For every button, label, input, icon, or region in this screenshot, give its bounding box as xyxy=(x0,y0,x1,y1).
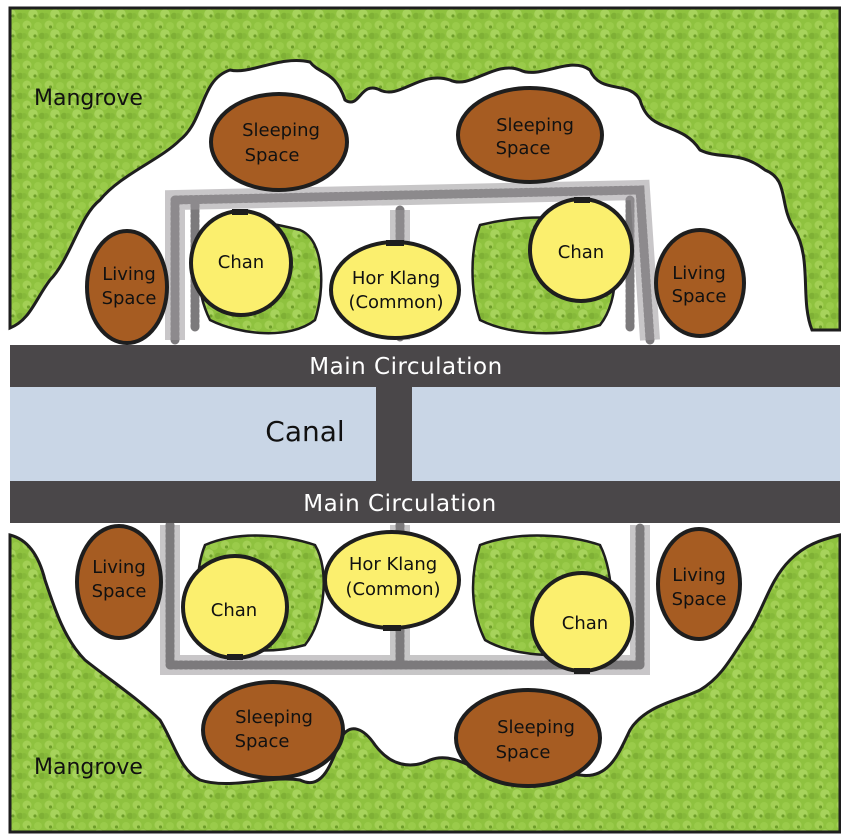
hor-klang-bottom: Hor Klang (Common) xyxy=(323,530,461,631)
hor-klang-label-line2: (Common) xyxy=(345,579,440,600)
door-marker xyxy=(383,625,401,631)
living-space-bottom-right: Living Space xyxy=(656,527,742,641)
chan-bottom-right: Chan xyxy=(530,571,634,674)
door-marker xyxy=(232,209,248,215)
canal-label: Canal xyxy=(265,415,344,448)
sleeping-space-bottom-right: Sleeping Space xyxy=(454,688,602,788)
canal xyxy=(10,387,840,481)
sleeping-space-label-line2: Space xyxy=(245,145,300,166)
mangrove-area-top xyxy=(8,6,841,332)
chan-label: Chan xyxy=(218,252,264,273)
main-circulation-label-top: Main Circulation xyxy=(309,354,502,380)
hor-klang-label-line1: Hor Klang xyxy=(352,268,440,289)
living-space-label-line1: Living xyxy=(672,263,726,284)
door-marker xyxy=(574,668,590,674)
living-space-label-line2: Space xyxy=(102,288,157,309)
sleeping-space-label-line2: Space xyxy=(496,138,551,159)
living-space-label-line1: Living xyxy=(92,557,146,578)
living-space-label-line1: Living xyxy=(102,264,156,285)
bridge xyxy=(376,387,412,481)
living-space-label-line1: Living xyxy=(672,565,726,586)
sleeping-space-top-left: Sleeping Space xyxy=(209,92,349,192)
living-space-label-line2: Space xyxy=(672,286,727,307)
sleeping-space-label-line1: Sleeping xyxy=(242,120,320,141)
living-space-top-left: Living Space xyxy=(85,229,169,345)
sleeping-space-label-line2: Space xyxy=(496,742,551,763)
living-space-top-right: Living Space xyxy=(654,228,746,338)
chan-top-left: Chan xyxy=(189,209,293,317)
living-space-bottom-left: Living Space xyxy=(75,524,163,640)
door-marker xyxy=(574,197,590,203)
main-circulation-road-bottom xyxy=(10,481,840,523)
chan-label: Chan xyxy=(562,613,608,634)
hor-klang-label-line2: (Common) xyxy=(348,292,443,313)
chan-bottom-left: Chan xyxy=(181,554,289,660)
mangrove-area-bottom xyxy=(8,533,841,834)
living-space-label-line2: Space xyxy=(92,581,147,602)
mangrove-label-top: Mangrove xyxy=(34,86,143,111)
main-circulation-road-top xyxy=(10,345,840,387)
hor-klang-label-line1: Hor Klang xyxy=(349,554,437,575)
sleeping-space-label-line1: Sleeping xyxy=(235,707,313,728)
mangrove-label-bottom: Mangrove xyxy=(34,755,143,780)
sleeping-space-top-right: Sleeping Space xyxy=(456,86,604,184)
door-marker xyxy=(386,240,404,246)
hor-klang-top: Hor Klang (Common) xyxy=(329,240,461,340)
door-marker xyxy=(227,654,243,660)
chan-label: Chan xyxy=(211,600,257,621)
chan-top-right: Chan xyxy=(528,197,634,303)
sleeping-space-bottom-left: Sleeping Space xyxy=(201,680,345,780)
sleeping-space-label-line2: Space xyxy=(235,731,290,752)
sleeping-space-label-line1: Sleeping xyxy=(496,115,574,136)
chan-label: Chan xyxy=(558,242,604,263)
sleeping-space-label-line1: Sleeping xyxy=(497,717,575,738)
main-circulation-label-bottom: Main Circulation xyxy=(303,491,496,517)
living-space-label-line2: Space xyxy=(672,589,727,610)
